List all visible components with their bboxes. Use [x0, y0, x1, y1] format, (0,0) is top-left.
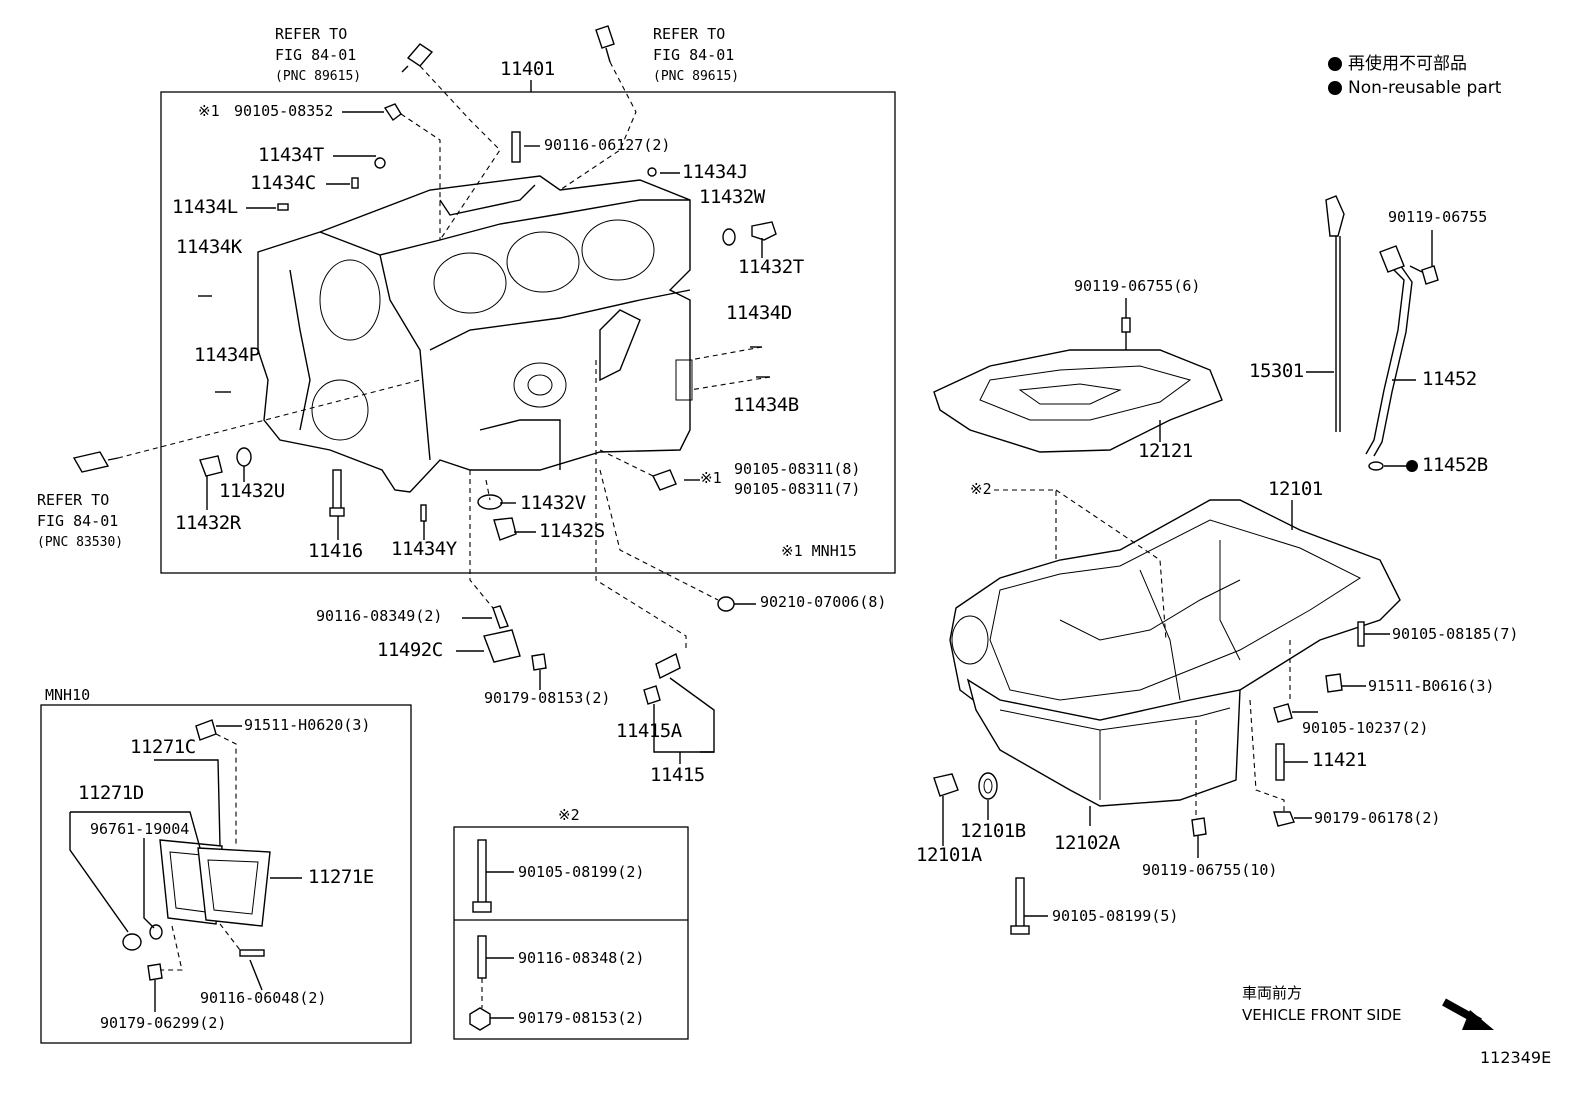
mnh10-frame [40, 704, 412, 1044]
label-90179-08153-b: 90179-08153(2) [518, 1009, 645, 1027]
cylinder-block [257, 175, 693, 493]
label-11434C: 11434C [250, 172, 316, 194]
non-reusable-dot-11452b [1406, 460, 1418, 472]
label-15301: 15301 [1249, 360, 1304, 382]
label-11432W: 11432W [699, 186, 765, 208]
baffle-plate [933, 317, 1223, 453]
label-90105-08311-8: 90105-08311(8) [734, 460, 861, 478]
label-11271E: 11271E [308, 866, 374, 888]
label-90105-08311-7: 90105-08311(7) [734, 480, 861, 498]
label-11434P: 11434P [194, 344, 260, 366]
label-90179-06299: 90179-06299(2) [100, 1014, 227, 1032]
label-11434T: 11434T [258, 144, 324, 166]
refer-to-sensor-b: REFER TO FIG 84-01 (PNC 89615) [653, 25, 740, 84]
label-11434L: 11434L [172, 196, 238, 218]
label-91511-B0616: 91511-B0616(3) [1368, 677, 1495, 695]
label-90116-06048: 90116-06048(2) [200, 989, 327, 1007]
oil-pan-small-parts [933, 621, 1365, 935]
label-11271D: 11271D [78, 782, 144, 804]
label-90116-08348: 90116-08348(2) [518, 949, 645, 967]
label-11434K: 11434K [176, 236, 242, 258]
label-90105-10237: 90105-10237(2) [1302, 719, 1429, 737]
label-90119-06755-6: 90119-06755(6) [1074, 277, 1201, 295]
label-90105-08185: 90105-08185(7) [1392, 625, 1519, 643]
label-90179-08153-a: 90179-08153(2) [484, 689, 611, 707]
label-11452B: 11452B [1422, 454, 1488, 476]
dipstick [1306, 195, 1345, 432]
refer-to-sensor-c: REFER TO FIG 84-01 (PNC 83530) [37, 491, 124, 550]
label-11434D: 11434D [726, 302, 792, 324]
label-11434J: 11434J [682, 161, 748, 183]
label-11434Y: 11434Y [391, 538, 457, 560]
label-11415: 11415 [650, 764, 705, 786]
refer-sensors [72, 25, 615, 473]
label-90116-06127: 90116-06127(2) [544, 136, 671, 154]
vehicle-front-arrow-icon [1442, 998, 1494, 1030]
label-11432T: 11432T [738, 256, 804, 278]
label-11401: 11401 [500, 58, 555, 80]
mark1-90105-08311: ※1 [700, 469, 722, 487]
dipstick-guide [1365, 230, 1439, 471]
block-small-parts [198, 103, 777, 705]
oil-pan-upper [949, 499, 1401, 731]
label-12101B: 12101B [960, 820, 1026, 842]
label-11432R: 11432R [175, 512, 241, 534]
label-12121: 12121 [1138, 440, 1193, 462]
note-mnh10: MNH10 [45, 686, 91, 704]
label-90105-08199-5: 90105-08199(5) [1052, 907, 1179, 925]
front-jp: 車両前方 [1242, 984, 1303, 1002]
label-90119-06755-10: 90119-06755(10) [1142, 861, 1278, 879]
label-90105-08199-a: 90105-08199(2) [518, 863, 645, 881]
label-11492C: 11492C [377, 639, 443, 661]
label-11415A: 11415A [616, 720, 682, 742]
label-90119-06755: 90119-06755 [1388, 208, 1488, 226]
label-11421: 11421 [1312, 749, 1367, 771]
label-11416: 11416 [308, 540, 363, 562]
label-96761-19004: 96761-19004 [90, 820, 190, 838]
label-90116-08349: 90116-08349(2) [316, 607, 443, 625]
label-11271C: 11271C [130, 736, 196, 758]
label-12101A: 12101A [916, 844, 982, 866]
note-mark2-inset: ※2 [558, 806, 580, 824]
label-90210-07006: 90210-07006(8) [760, 593, 887, 611]
label-11432U: 11432U [219, 480, 285, 502]
front-en: VEHICLE FRONT SIDE [1242, 1006, 1402, 1024]
refer-to-sensor-a: REFER TO FIG 84-01 (PNC 89615) [275, 25, 362, 84]
legend-en: Non-reusable part [1348, 78, 1502, 98]
legend-dot-jp [1328, 57, 1342, 71]
legend-dot-en [1328, 81, 1342, 95]
label-11432S: 11432S [539, 520, 605, 542]
oil-pan-lower [966, 678, 1241, 807]
label-11432V: 11432V [520, 492, 586, 514]
cylinder-block-frame [160, 91, 896, 574]
label-12101: 12101 [1268, 478, 1323, 500]
label-11452: 11452 [1422, 368, 1477, 390]
mark1-90105-08352: ※1 [198, 102, 220, 120]
label-11434B: 11434B [733, 394, 799, 416]
mnh10-parts [122, 719, 271, 981]
label-12102A: 12102A [1054, 832, 1120, 854]
mark2-frame [453, 826, 689, 1040]
figure-id: 112349E [1480, 1048, 1552, 1067]
mark2-parts [469, 839, 492, 1031]
label-91511-H0620: 91511-H0620(3) [244, 716, 371, 734]
label-90105-08352: 90105-08352 [234, 102, 334, 120]
note-mark2-pan: ※2 [970, 480, 992, 498]
legend-jp: 再使用不可部品 [1348, 54, 1467, 74]
note-mnh15: ※1 MNH15 [781, 542, 857, 560]
label-90179-06178: 90179-06178(2) [1314, 809, 1441, 827]
